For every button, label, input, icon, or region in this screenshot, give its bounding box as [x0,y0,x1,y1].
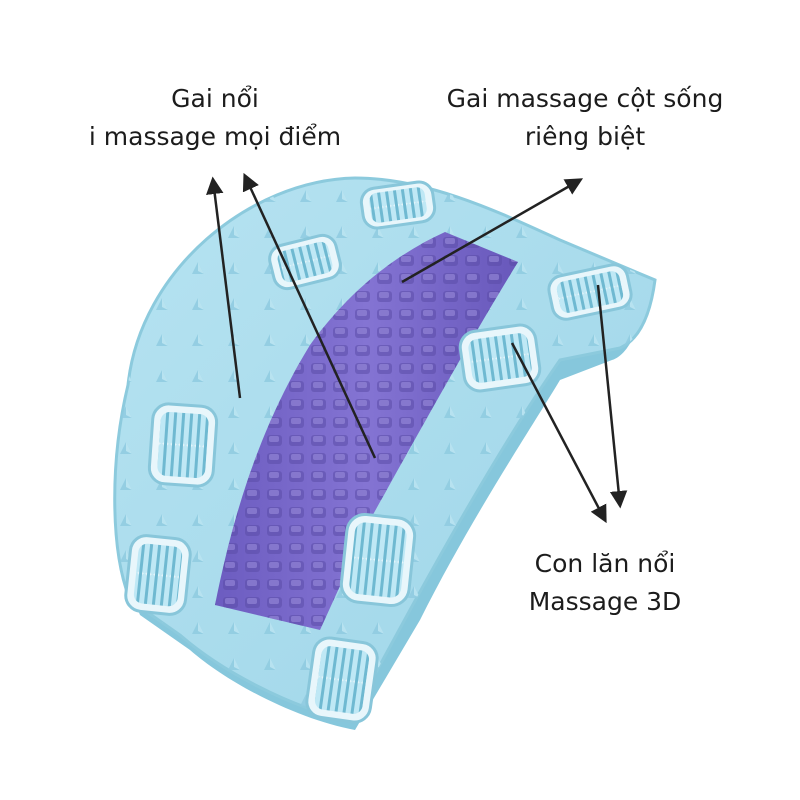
label-spikes-line1: Gai nổi [171,84,259,113]
label-spikes: Gai nổi i massage mọi điểm [60,80,370,156]
spine-bumps [215,232,518,630]
roller-left-middle [147,402,219,488]
roller-left-lower [124,534,192,616]
roller-right-middle [458,323,542,393]
arrow-spikes-center [242,172,377,459]
roller-center-lower [339,512,417,608]
roller-bottom [305,636,379,724]
label-rollers-line2: Massage 3D [528,587,682,616]
label-rollers-line1: Con lăn nổi [534,549,676,578]
arrow-roller-middle [510,342,607,524]
arrow-spine-strip [401,178,584,284]
label-spine-line2: riêng biệt [524,122,646,151]
label-spine: Gai massage cột sống riêng biệt [420,80,750,156]
arrow-spikes-left [206,176,242,399]
label-spikes-line2: i massage mọi điểm [88,122,342,151]
roller-top [359,180,437,230]
roller-right-upper [547,263,633,321]
label-rollers: Con lăn nổi Massage 3D [490,545,720,621]
roller-group [124,180,633,724]
label-spine-line1: Gai massage cột sống [446,84,724,113]
roller-upper-left [268,233,342,291]
arrow-roller-upper [596,284,628,509]
